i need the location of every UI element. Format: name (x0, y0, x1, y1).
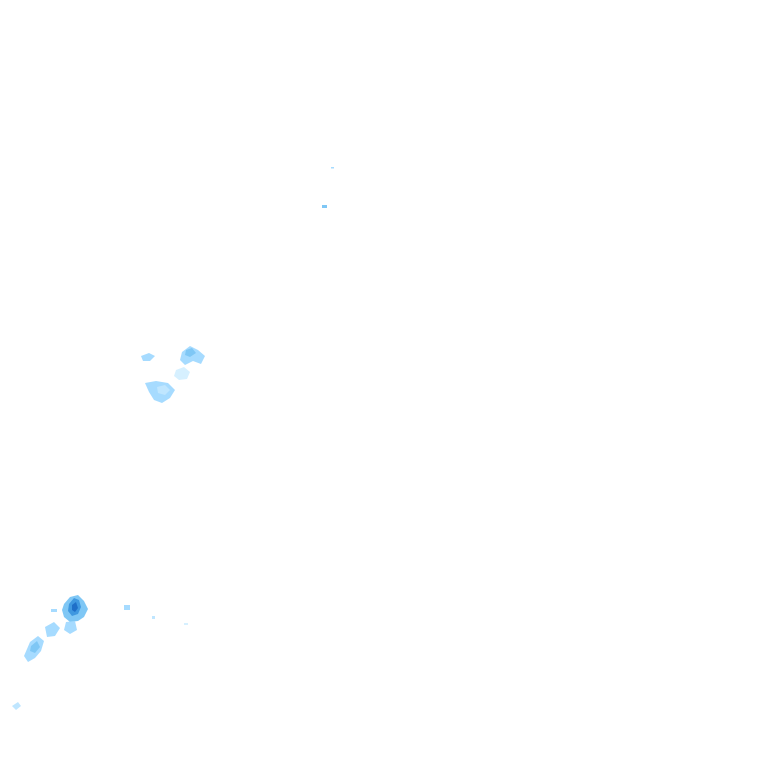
central-west-echo (141, 346, 205, 403)
radar-echo-blob (72, 602, 78, 612)
southwest-trail-echo (24, 622, 60, 662)
radar-echo-blob (30, 641, 40, 653)
radar-echo-pixel (322, 205, 327, 208)
radar-echo-pixel (152, 616, 155, 619)
south-small-echo (12, 702, 21, 710)
radar-echo-pixel (184, 623, 188, 625)
radar-echo-blob (141, 353, 155, 361)
radar-echo-pixel (124, 605, 130, 610)
radar-echo-blob (157, 385, 170, 395)
radar-echo-blob (12, 702, 21, 710)
radar-echo-blob (174, 367, 190, 380)
radar-echo-pixel (51, 609, 57, 612)
radar-echo-blob (45, 622, 60, 637)
radar-echo-blob (64, 621, 77, 634)
radar-echo-pixel (331, 167, 334, 169)
southwest-echo (51, 595, 188, 634)
radar-echo-blob (185, 348, 196, 357)
north-trace-echo (322, 167, 334, 208)
